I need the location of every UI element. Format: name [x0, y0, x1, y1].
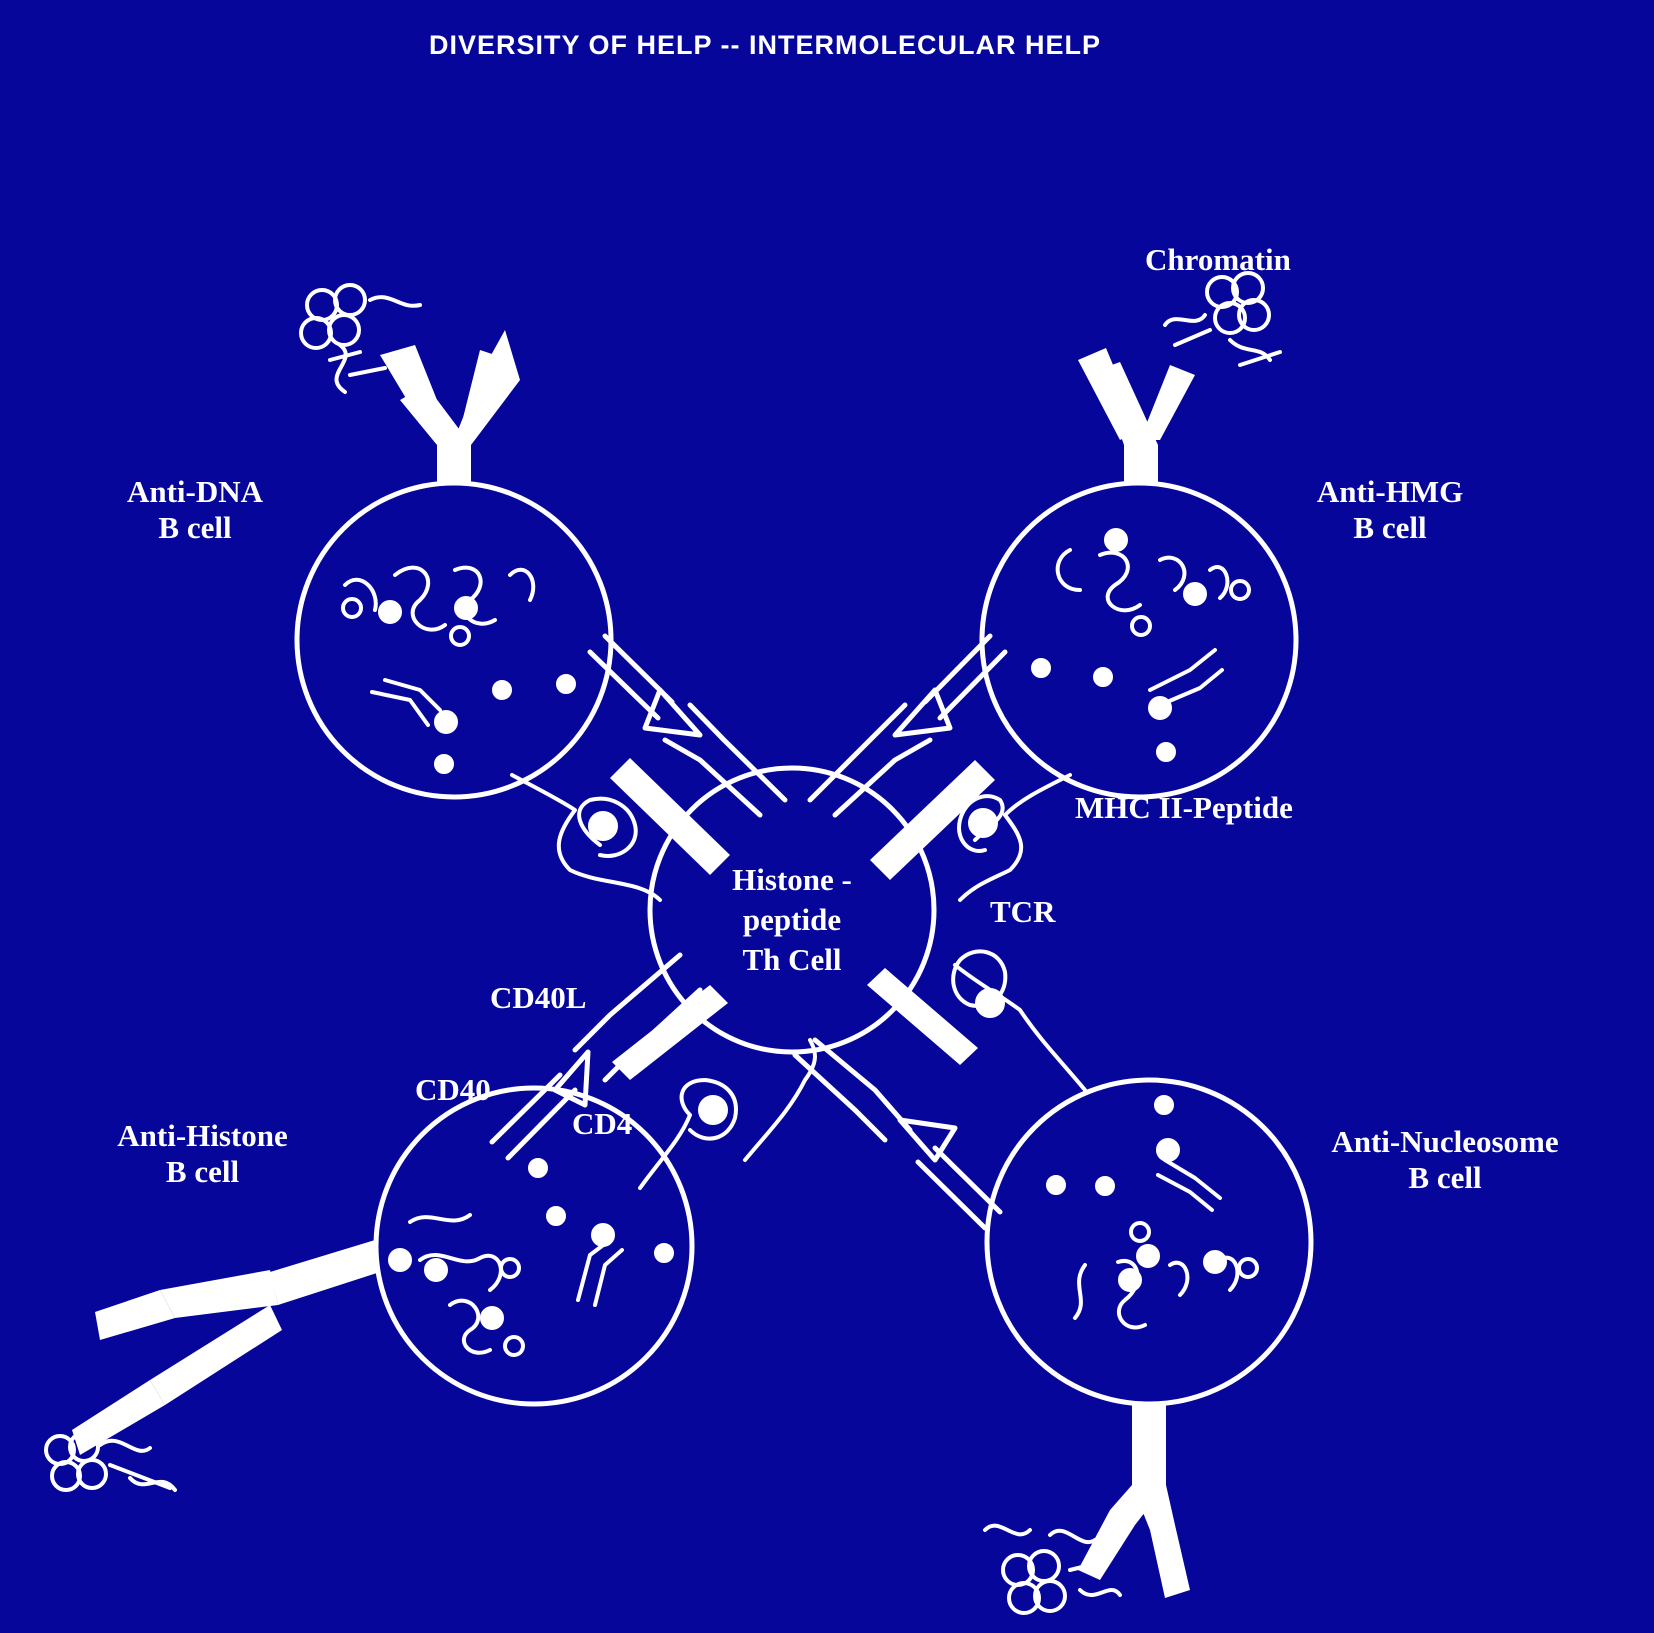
anti-hmg-antibody: [1078, 348, 1195, 485]
label-anti-histone-b-cell: Anti-Histone B cell: [80, 1118, 325, 1190]
th-cell: [647, 765, 937, 1055]
label-th-cell-line3: Th Cell: [742, 942, 842, 977]
tcr-bars: [610, 758, 995, 1080]
mhc-peptide-dna: [510, 773, 662, 902]
label-anti-hmg-line1: Anti-HMG: [1316, 474, 1464, 509]
mhc-peptide-hmg: [957, 773, 1072, 902]
label-chromatin: Chromatin: [1145, 242, 1291, 277]
anti-nucleosome-antibody: [1078, 1403, 1190, 1598]
label-th-cell-line2: peptide: [742, 902, 842, 937]
label-anti-hmg-b-cell: Anti-HMG B cell: [1290, 474, 1490, 546]
chromatin-glyph-histone: [44, 1431, 177, 1492]
label-anti-dna-b-cell: Anti-DNA B cell: [100, 474, 290, 546]
label-mhc-ii-peptide: MHC II-Peptide: [1075, 790, 1293, 825]
label-anti-dna-line1: Anti-DNA: [126, 474, 264, 509]
chromatin-glyph-nucleosome: [983, 1523, 1122, 1615]
label-th-cell-line1: Histone -: [732, 862, 852, 897]
anti-nucleosome-cell-contents: [1046, 1095, 1259, 1330]
label-cd40l: CD40L: [490, 980, 587, 1015]
diagram-title: DIVERSITY OF HELP -- INTERMOLECULAR HELP: [428, 30, 1102, 60]
anti-nucleosome-b-cell: [984, 1077, 1314, 1407]
anti-histone-antibody: [72, 1240, 380, 1455]
label-anti-dna-line2: B cell: [158, 510, 232, 545]
anti-hmg-b-cell: [979, 480, 1299, 800]
label-cd4: CD4: [572, 1106, 633, 1141]
label-anti-nucleosome-line2: B cell: [1408, 1160, 1482, 1195]
anti-dna-antibody: [380, 330, 520, 485]
label-anti-hmg-line2: B cell: [1353, 510, 1427, 545]
label-cd40: CD40: [415, 1072, 491, 1107]
label-anti-nucleosome-line1: Anti-Nucleosome: [1331, 1124, 1559, 1159]
anti-dna-cell-contents: [341, 565, 576, 774]
label-anti-histone-line1: Anti-Histone: [117, 1118, 288, 1153]
anti-histone-b-cell: [373, 1085, 695, 1407]
label-tcr: TCR: [990, 894, 1056, 929]
anti-hmg-cell-contents: [1031, 528, 1251, 762]
chromatin-glyph-hmg: [1163, 271, 1282, 367]
label-anti-histone-line2: B cell: [165, 1154, 240, 1189]
label-anti-nucleosome-b-cell: Anti-Nucleosome B cell: [1300, 1124, 1590, 1196]
mhc-peptide-histone: [638, 1038, 817, 1190]
cd40-arrow-hmg: [807, 633, 1008, 818]
anti-histone-cell-contents: [388, 1158, 674, 1357]
cd40-arrow-nucleosome: [792, 1037, 1003, 1231]
cd40-arrow-dna: [587, 633, 788, 818]
chromatin-glyph-dna: [299, 283, 422, 394]
cd40-arrow-histone: [489, 952, 703, 1161]
mhc-peptide-nucleosome: [951, 949, 1087, 1092]
label-th-cell: Histone - peptide Th Cell: [700, 860, 884, 980]
